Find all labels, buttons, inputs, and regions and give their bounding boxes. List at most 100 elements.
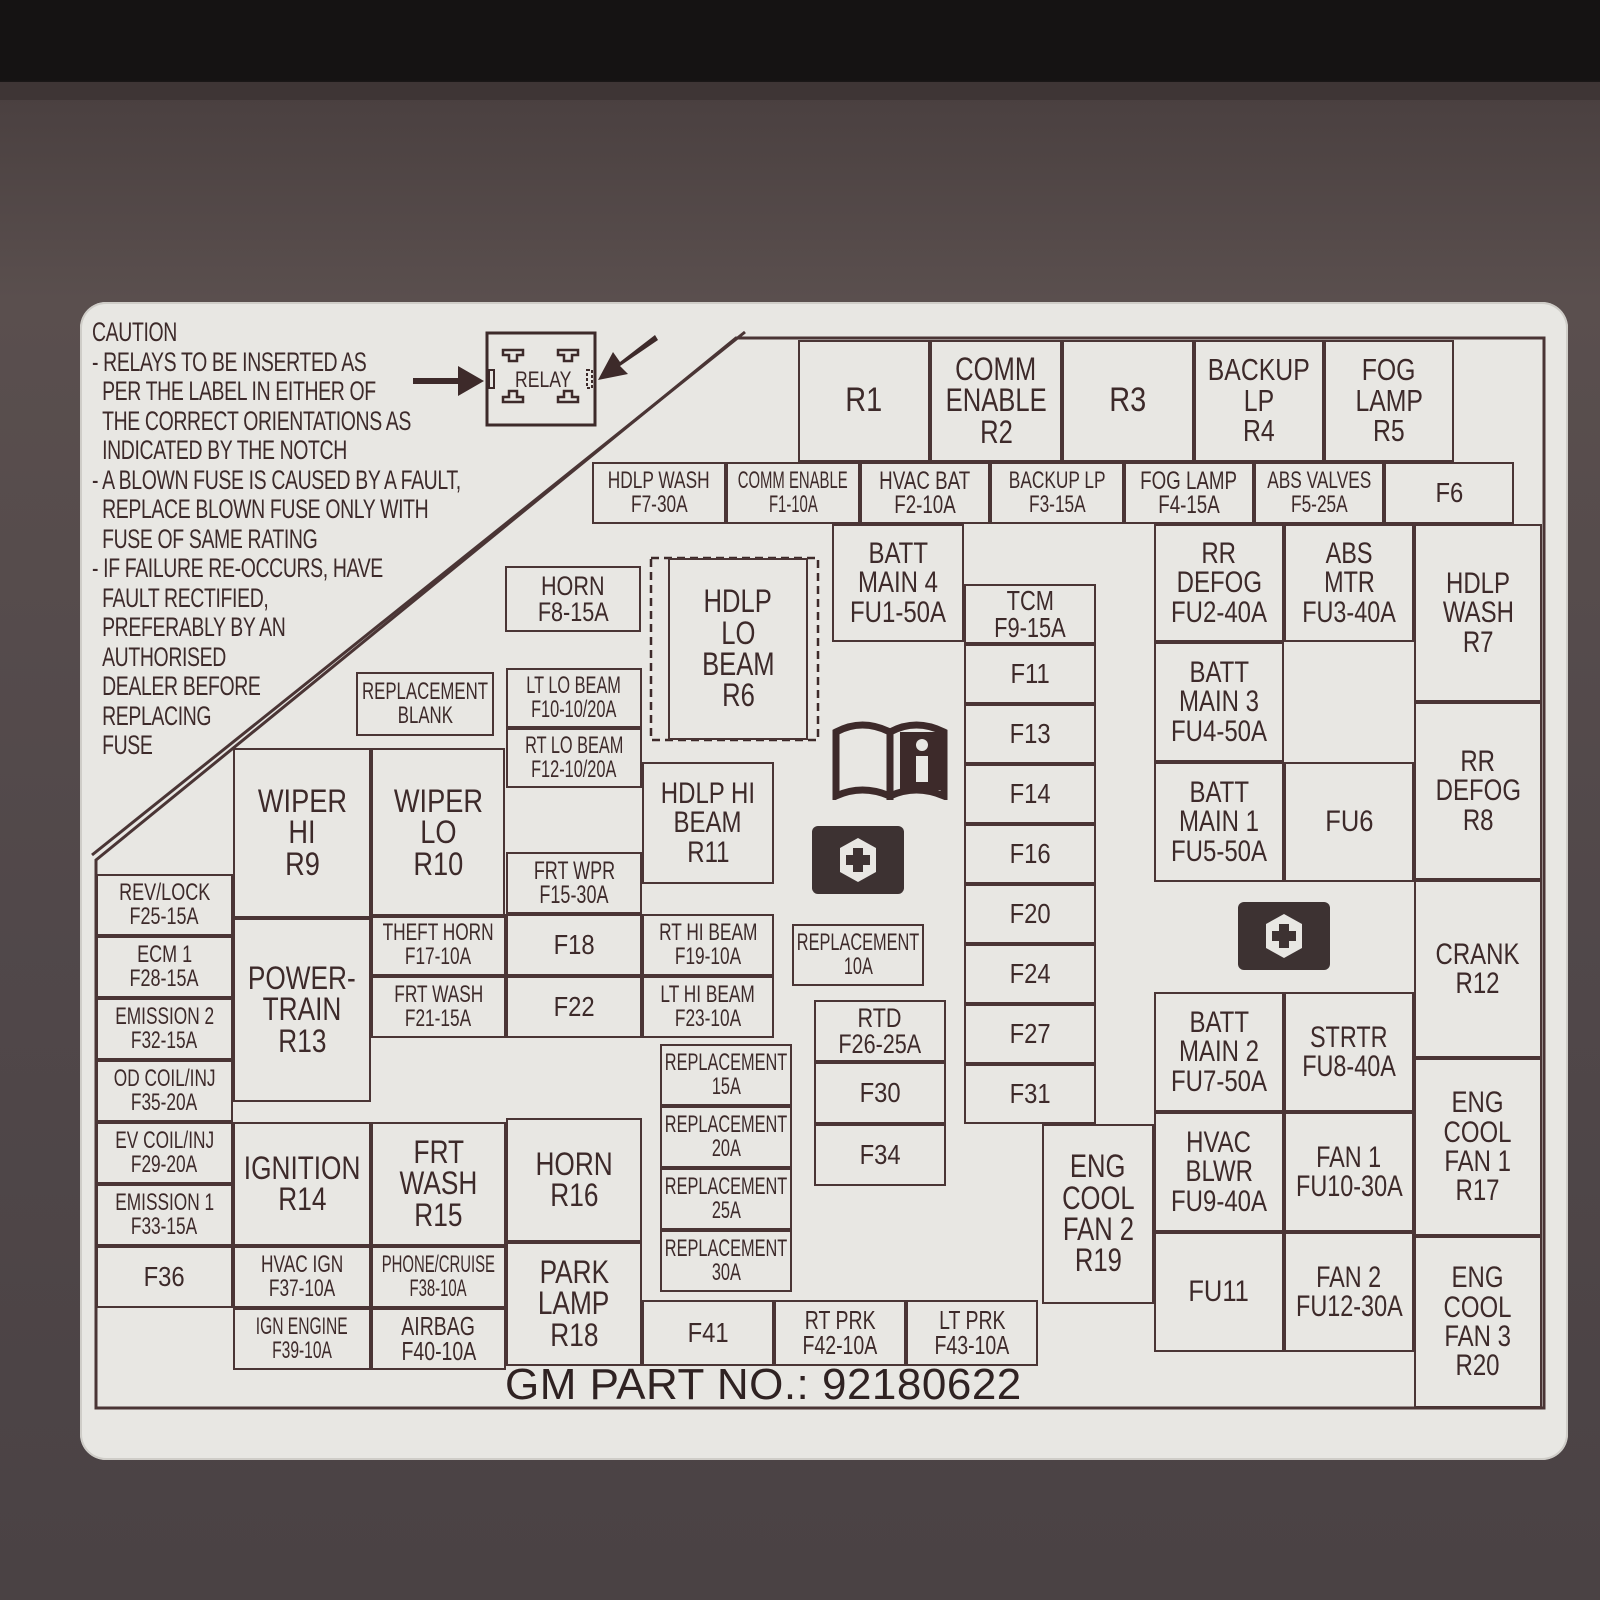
cell-fu2-line: FU2-40A bbox=[1170, 595, 1268, 629]
cell-r15-line: WASH bbox=[399, 1165, 478, 1202]
cell-r9-line: R9 bbox=[284, 845, 320, 882]
cell-fu5-line: FU5-50A bbox=[1170, 834, 1268, 868]
cell-f40-line: F40-10A bbox=[401, 1336, 476, 1366]
cell-fu1-line: BATT bbox=[868, 536, 928, 570]
cell-rep20-line: REPLACEMENT bbox=[664, 1111, 788, 1139]
cell-fu4-line: FU4-50A bbox=[1170, 714, 1268, 748]
cell-r13-line: TRAIN bbox=[262, 991, 342, 1028]
cell-r9-line: HI bbox=[288, 814, 316, 851]
cell-f41-line: F41 bbox=[687, 1317, 729, 1349]
cell-f16-line: F16 bbox=[1009, 838, 1051, 870]
cell-f32-line: F32-15A bbox=[131, 1027, 198, 1054]
cell-r2-line: R2 bbox=[979, 413, 1013, 450]
cell-f28-line: F28-15A bbox=[129, 965, 200, 992]
cell-f9-line: F9-15A bbox=[994, 612, 1066, 643]
cell-fu2-line: DEFOG bbox=[1176, 566, 1262, 600]
cell-f6-line: F6 bbox=[1435, 477, 1463, 509]
cell-r2-line: COMM bbox=[955, 350, 1037, 387]
relay-arrow-left bbox=[413, 366, 484, 396]
cell-f2-line: F2-10A bbox=[894, 491, 956, 519]
cell-r6-line: R6 bbox=[721, 677, 755, 714]
cell-fu8-line: STRTR bbox=[1310, 1020, 1388, 1054]
cell-f8-line: HORN bbox=[541, 570, 605, 601]
relay-diagram bbox=[413, 331, 658, 427]
cell-r13-line: R13 bbox=[277, 1022, 327, 1059]
cell-r8-line: RR bbox=[1460, 744, 1496, 778]
cell-f41: F41 bbox=[642, 1300, 774, 1366]
cell-fu6: FU6 bbox=[1284, 762, 1414, 882]
cell-r16-line: HORN bbox=[535, 1145, 613, 1182]
cell-f17-line: F17-10A bbox=[405, 943, 472, 970]
cell-f31: F31 bbox=[964, 1064, 1096, 1124]
cell-r2-line: ENABLE bbox=[945, 382, 1047, 419]
cell-f33-line: EMISSION 1 bbox=[115, 1189, 214, 1217]
cell-r10-line: WIPER bbox=[393, 782, 483, 819]
cell-f43-line: F43-10A bbox=[934, 1330, 1010, 1360]
cell-f43-line: LT PRK bbox=[938, 1304, 1006, 1335]
cell-r7-line: WASH bbox=[1442, 596, 1514, 630]
cell-f20-line: F20 bbox=[1009, 898, 1051, 930]
cell-f25-line: F25-15A bbox=[129, 903, 200, 930]
cell-r1: R1 bbox=[798, 340, 930, 462]
cell-rep25-line: REPLACEMENT bbox=[664, 1173, 788, 1201]
cell-f7-line: F7-30A bbox=[630, 491, 688, 518]
cell-f10-line: F10-10/20A bbox=[531, 696, 617, 723]
cell-f39-line: F39-10A bbox=[272, 1337, 332, 1364]
cell-fu9-line: BLWR bbox=[1185, 1155, 1253, 1189]
cell-r4-line: BACKUP bbox=[1208, 352, 1311, 388]
caution-text: CAUTION - RELAYS TO BE INSERTED AS PER T… bbox=[92, 317, 461, 760]
cell-f24-line: F24 bbox=[1009, 958, 1051, 990]
cell-f15-line: FRT WPR bbox=[533, 856, 615, 885]
cell-fu10-line: FU10-30A bbox=[1295, 1170, 1403, 1203]
cell-fu12-line: FU12-30A bbox=[1295, 1290, 1403, 1323]
cell-r19-line: COOL bbox=[1061, 1179, 1135, 1216]
cell-r20-line: R20 bbox=[1455, 1349, 1501, 1383]
cell-f1-line: COMM ENABLE bbox=[738, 467, 848, 495]
cell-fu12-line: FAN 2 bbox=[1316, 1260, 1382, 1294]
fuse-puller-icon bbox=[812, 826, 904, 894]
cell-f31-line: F31 bbox=[1009, 1078, 1051, 1110]
cell-f19-line: RT HI BEAM bbox=[658, 919, 758, 947]
cell-r17-line: R17 bbox=[1455, 1174, 1501, 1208]
cell-f32-line: EMISSION 2 bbox=[115, 1003, 214, 1031]
cell-r6-line: LO bbox=[720, 614, 756, 651]
cell-fu5-line: MAIN 1 bbox=[1178, 805, 1260, 839]
cell-f22-line: F22 bbox=[553, 991, 595, 1023]
cell-r12-line: CRANK bbox=[1435, 937, 1520, 971]
cell-f18: F18 bbox=[506, 914, 642, 976]
cell-f11-line: F11 bbox=[1010, 658, 1050, 690]
cell-f25-line: REV/LOCK bbox=[118, 879, 211, 907]
cell-fu5-line: BATT bbox=[1189, 775, 1249, 809]
cell-f3-line: F3-15A bbox=[1028, 491, 1086, 518]
cell-fu9-line: FU9-40A bbox=[1170, 1184, 1268, 1218]
fuse-puller-icon bbox=[1238, 902, 1330, 970]
cell-r20-line: COOL bbox=[1443, 1290, 1513, 1324]
cell-r17-line: FAN 1 bbox=[1444, 1145, 1512, 1178]
cell-r20-line: ENG bbox=[1451, 1261, 1504, 1295]
cell-f42-line: F42-10A bbox=[802, 1330, 878, 1360]
cell-fu1-line: MAIN 4 bbox=[857, 566, 939, 600]
